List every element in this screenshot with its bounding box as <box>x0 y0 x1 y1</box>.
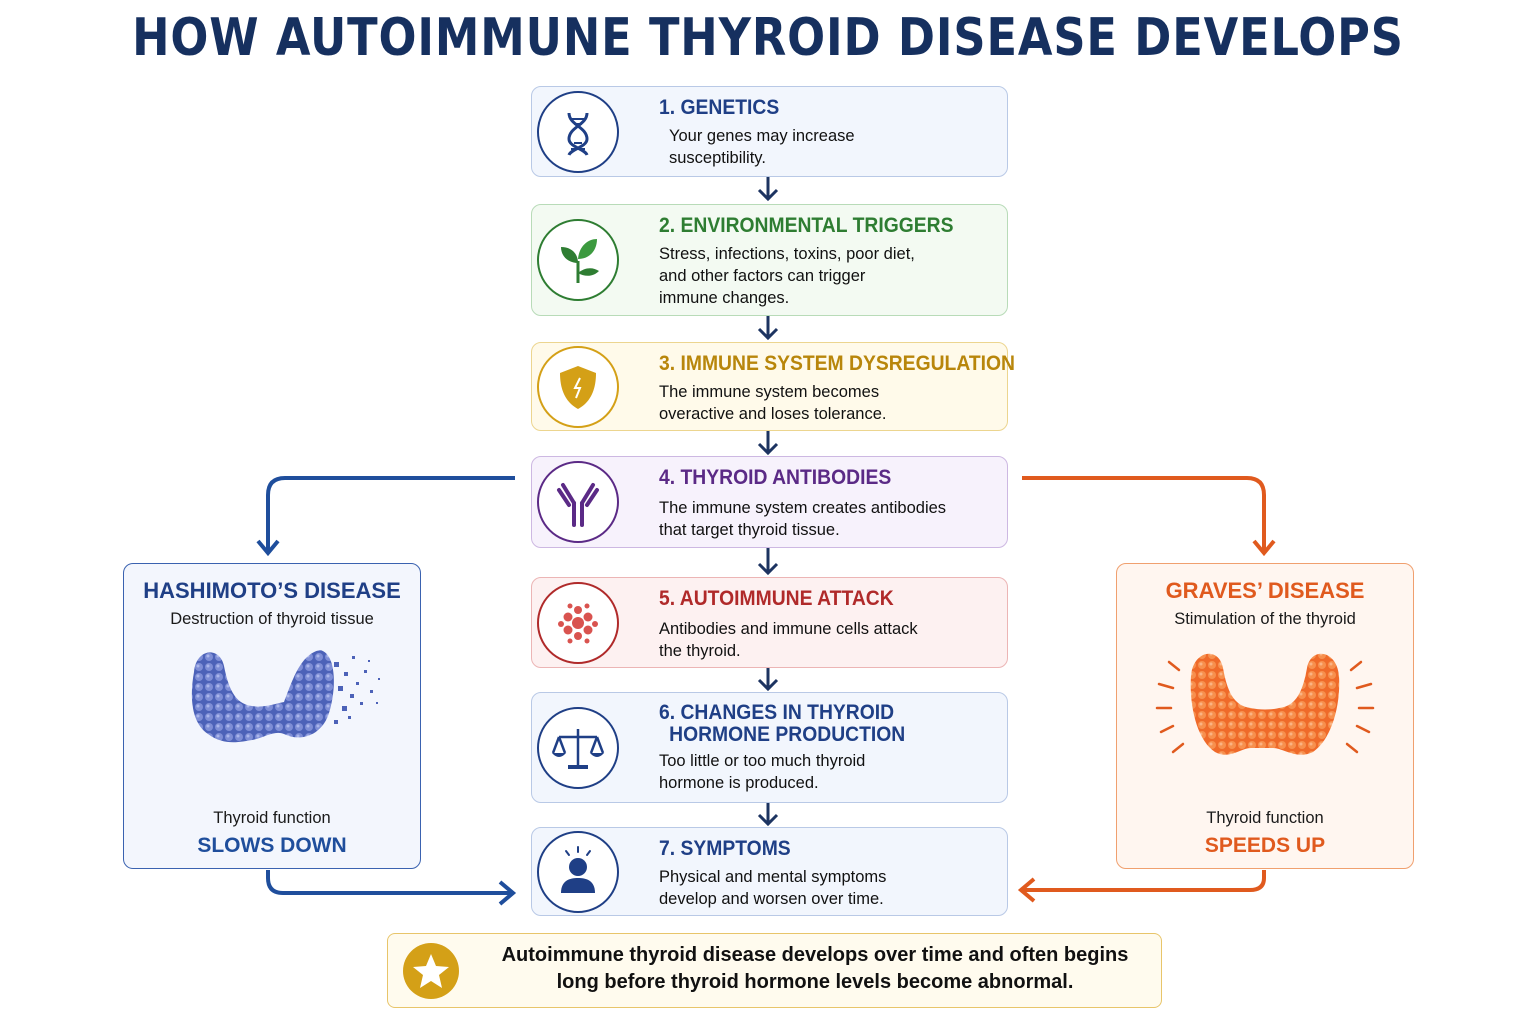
graves-title: GRAVES’ DISEASE <box>1165 578 1365 603</box>
desc-line: Physical and mental symptoms <box>659 868 887 886</box>
dna-icon <box>537 91 619 173</box>
step-title: 3. IMMUNE SYSTEM DYSREGULATION <box>659 352 1016 375</box>
step-environmental-triggers: 2. ENVIRONMENTAL TRIGGERS Stress, infect… <box>531 204 1008 316</box>
desc-line: Too little or too much thyroid <box>659 752 866 770</box>
step-genetics: 1. GENETICS Your genes may increase susc… <box>531 86 1008 177</box>
graves-function-label: Thyroid function <box>1206 809 1324 827</box>
page-title: HOW AUTOIMMUNE THYROID DISEASE DEVELOPS <box>132 8 1404 68</box>
desc-line: susceptibility. <box>669 149 766 167</box>
graves-subtitle: Stimulation of the thyroid <box>1174 610 1356 628</box>
star-icon <box>403 943 459 999</box>
down-arrow-4 <box>757 548 779 576</box>
antibody-icon <box>537 461 619 543</box>
step-description: The immune system becomes overactive and… <box>659 381 989 425</box>
hashimoto-title: HASHIMOTO’S DISEASE <box>143 578 401 603</box>
step-description: Stress, infections, toxins, poor diet, a… <box>659 243 989 309</box>
step-title: 6. CHANGES IN THYROID HORMONE PRODUCTION <box>659 702 905 746</box>
desc-line: overactive and loses tolerance. <box>659 405 887 423</box>
desc-line: the thyroid. <box>659 642 741 660</box>
summary-note: Autoimmune thyroid disease develops over… <box>387 933 1162 1008</box>
step-arrows <box>757 177 779 827</box>
desc-line: and other factors can trigger <box>659 267 866 285</box>
immune-cells-icon <box>537 582 619 664</box>
down-arrow-1 <box>757 177 779 202</box>
desc-line: hormone is produced. <box>659 774 819 792</box>
balance-scale-icon <box>537 707 619 789</box>
hashimoto-subtitle: Destruction of thyroid tissue <box>170 610 374 628</box>
branch-arrow-hashimoto <box>256 476 515 557</box>
desc-line: Your genes may increase <box>669 127 855 145</box>
step-description: The immune system creates antibodies tha… <box>659 497 989 541</box>
branch-arrow-graves <box>1022 476 1276 557</box>
step-description: Antibodies and immune cells attack the t… <box>659 618 989 662</box>
step-description: Physical and mental symptoms develop and… <box>659 866 989 910</box>
desc-line: that target thyroid tissue. <box>659 521 840 539</box>
graves-function-value: SPEEDS UP <box>1204 834 1326 857</box>
desc-line: develop and worsen over time. <box>659 890 884 908</box>
leaf-icon <box>537 219 619 301</box>
desc-line: The immune system creates antibodies <box>659 499 947 517</box>
step-title: 4. THYROID ANTIBODIES <box>659 466 892 489</box>
step-hormone-changes: 6. CHANGES IN THYROID HORMONE PRODUCTION… <box>531 692 1008 803</box>
stimulated-thyroid-icon <box>1155 653 1375 755</box>
title-line: HORMONE PRODUCTION <box>669 723 906 746</box>
desc-line: Stress, infections, toxins, poor diet, <box>659 245 915 263</box>
down-arrow-5 <box>757 668 779 692</box>
title-line: 6. CHANGES IN THYROID <box>659 701 895 724</box>
step-thyroid-antibodies: 4. THYROID ANTIBODIES The immune system … <box>531 456 1008 548</box>
desc-line: immune changes. <box>659 289 790 307</box>
step-autoimmune-attack: 5. AUTOIMMUNE ATTACK Antibodies and immu… <box>531 577 1008 668</box>
summary-line: Autoimmune thyroid disease develops over… <box>501 944 1129 966</box>
desc-line: The immune system becomes <box>659 383 880 401</box>
desc-line: Antibodies and immune cells attack <box>659 620 918 638</box>
step-description: Too little or too much thyroid hormone i… <box>659 750 989 794</box>
step-description: Your genes may increase susceptibility. <box>669 125 999 169</box>
down-arrow-2 <box>757 316 779 341</box>
step-title: 1. GENETICS <box>659 96 780 119</box>
step-title: 2. ENVIRONMENTAL TRIGGERS <box>659 214 954 237</box>
summary-text: Autoimmune thyroid disease develops over… <box>480 942 1150 996</box>
person-icon <box>537 831 619 913</box>
down-arrow-3 <box>757 431 779 456</box>
hashimoto-function-label: Thyroid function <box>213 809 331 827</box>
damaged-thyroid-icon <box>191 650 380 743</box>
down-arrow-6 <box>757 803 779 827</box>
return-arrow-graves <box>1017 870 1266 903</box>
step-title: 7. SYMPTOMS <box>659 837 791 860</box>
hashimoto-panel: HASHIMOTO’S DISEASE Destruction of thyro… <box>123 563 421 869</box>
step-symptoms: 7. SYMPTOMS Physical and mental symptoms… <box>531 827 1008 916</box>
step-immune-dysregulation: 3. IMMUNE SYSTEM DYSREGULATION The immun… <box>531 342 1015 431</box>
step-title: 5. AUTOIMMUNE ATTACK <box>659 587 894 610</box>
graves-panel: GRAVES’ DISEASE Stimulation of the thyro… <box>1116 563 1414 869</box>
shield-icon <box>537 346 619 428</box>
hashimoto-function-value: SLOWS DOWN <box>197 834 347 857</box>
return-arrow-hashimoto <box>266 870 517 906</box>
summary-line: long before thyroid hormone levels becom… <box>556 971 1074 993</box>
